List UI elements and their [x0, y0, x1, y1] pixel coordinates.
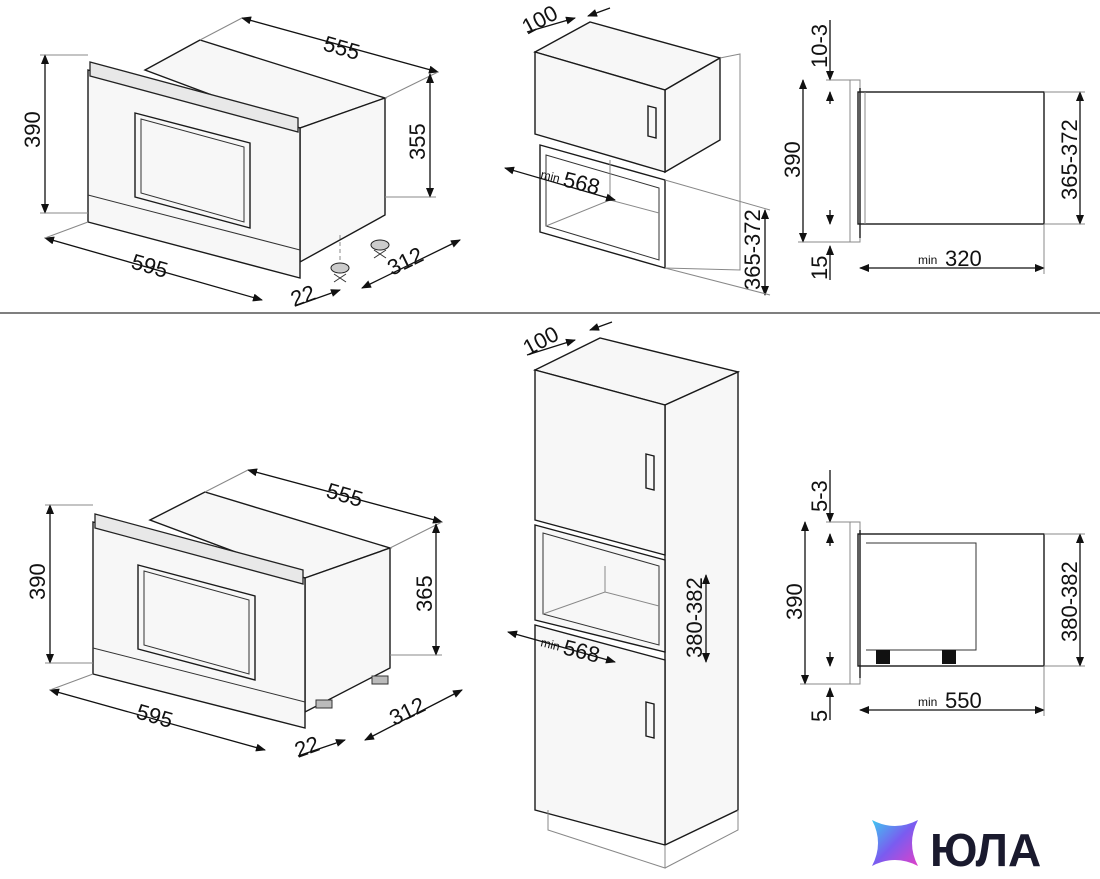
top-side-min-label: min	[918, 253, 937, 267]
bottom-oven-depth312-label: 312	[385, 692, 429, 731]
top-cabinet-height-label: 365-372	[740, 209, 765, 290]
bottom-oven-body-height-label: 365	[412, 575, 437, 612]
top-cabinet-top-label: 100	[518, 0, 562, 39]
bottom-cabinet-min-label: min	[539, 635, 561, 653]
top-oven-drawing	[40, 16, 461, 307]
top-side-topgap-label: 10-3	[807, 24, 832, 68]
yula-logo: ЮЛА	[872, 820, 1041, 876]
bottom-oven-width-label: 595	[134, 699, 176, 733]
top-cabinet-min-label: min	[539, 167, 561, 185]
bottom-side-topgap-label: 5-3	[807, 480, 832, 512]
bottom-oven-offset-label: 22	[291, 731, 323, 763]
bottom-side-niche-label: 380-382	[1057, 561, 1082, 642]
top-cabinet-drawing	[504, 7, 771, 296]
bottom-side-min-label: min	[918, 695, 937, 709]
bottom-oven-height-label: 390	[25, 563, 50, 600]
bottom-oven-drawing	[45, 468, 463, 757]
top-side-height-label: 390	[780, 141, 805, 178]
top-oven-height-label: 390	[20, 111, 45, 148]
bottom-cabinet-top-label: 100	[519, 321, 563, 360]
bottom-side-bottomgap-label: 5	[807, 710, 832, 722]
top-side-bottomgap-label: 15	[807, 256, 832, 280]
bottom-side-depth-label: 550	[945, 688, 982, 713]
bottom-oven-depth-label: 555	[324, 478, 366, 512]
bottom-cabinet-drawing	[507, 321, 741, 869]
top-oven-width-label: 595	[129, 249, 171, 283]
top-oven-offset-label: 22	[287, 280, 319, 312]
bottom-cabinet-height-label: 380-382	[682, 577, 707, 658]
top-side-niche-label: 365-372	[1057, 119, 1082, 200]
top-oven-body-height-label: 355	[405, 123, 430, 160]
top-oven-depth-label: 555	[321, 31, 363, 65]
top-side-depth-label: 320	[945, 246, 982, 271]
bottom-side-height-label: 390	[782, 583, 807, 620]
yula-logo-icon	[872, 820, 918, 866]
bottom-side-drawing	[800, 470, 1085, 720]
yula-logo-text: ЮЛА	[930, 824, 1041, 876]
top-cabinet-width-label: 568	[561, 167, 603, 200]
top-side-drawing	[798, 20, 1085, 280]
